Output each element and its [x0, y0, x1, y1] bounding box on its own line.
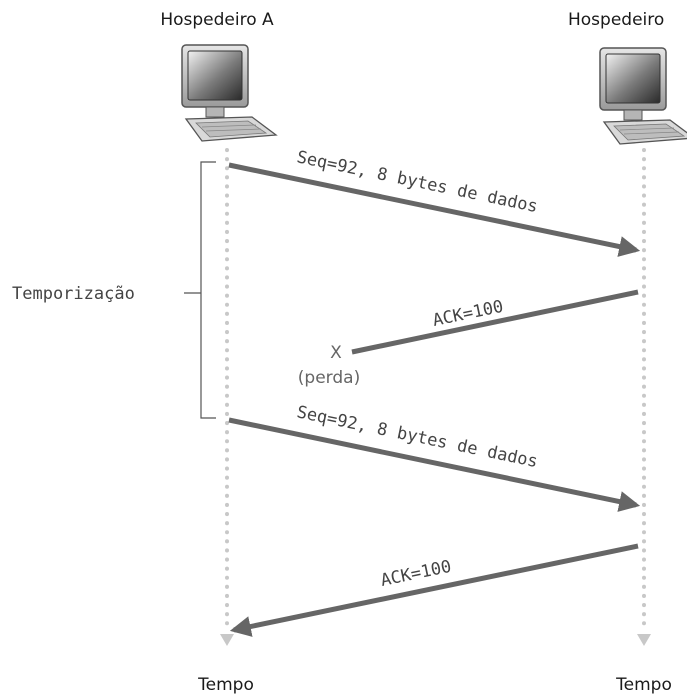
host-b-timeline-arrowhead — [637, 634, 651, 646]
host-b-label: Hospedeiro — [568, 10, 664, 30]
loss-label: (perda) — [298, 368, 360, 388]
timeout-label: Temporização — [12, 284, 135, 304]
desktop-computer-icon — [181, 44, 277, 142]
segment-arrow-2 — [228, 417, 641, 512]
ack-arrow-delivered — [229, 543, 639, 637]
desktop-computer-icon — [599, 47, 687, 145]
host-a-time-label: Tempo — [197, 675, 254, 695]
ack-arrow-lost — [351, 289, 639, 355]
host-a-timeline-arrowhead — [220, 634, 234, 646]
loss-mark: X — [330, 343, 342, 363]
timeout-bracket — [184, 161, 216, 419]
segment-arrow-1 — [228, 162, 641, 257]
host-b-time-label: Tempo — [615, 675, 672, 695]
host-a-label: Hospedeiro A — [160, 10, 274, 30]
